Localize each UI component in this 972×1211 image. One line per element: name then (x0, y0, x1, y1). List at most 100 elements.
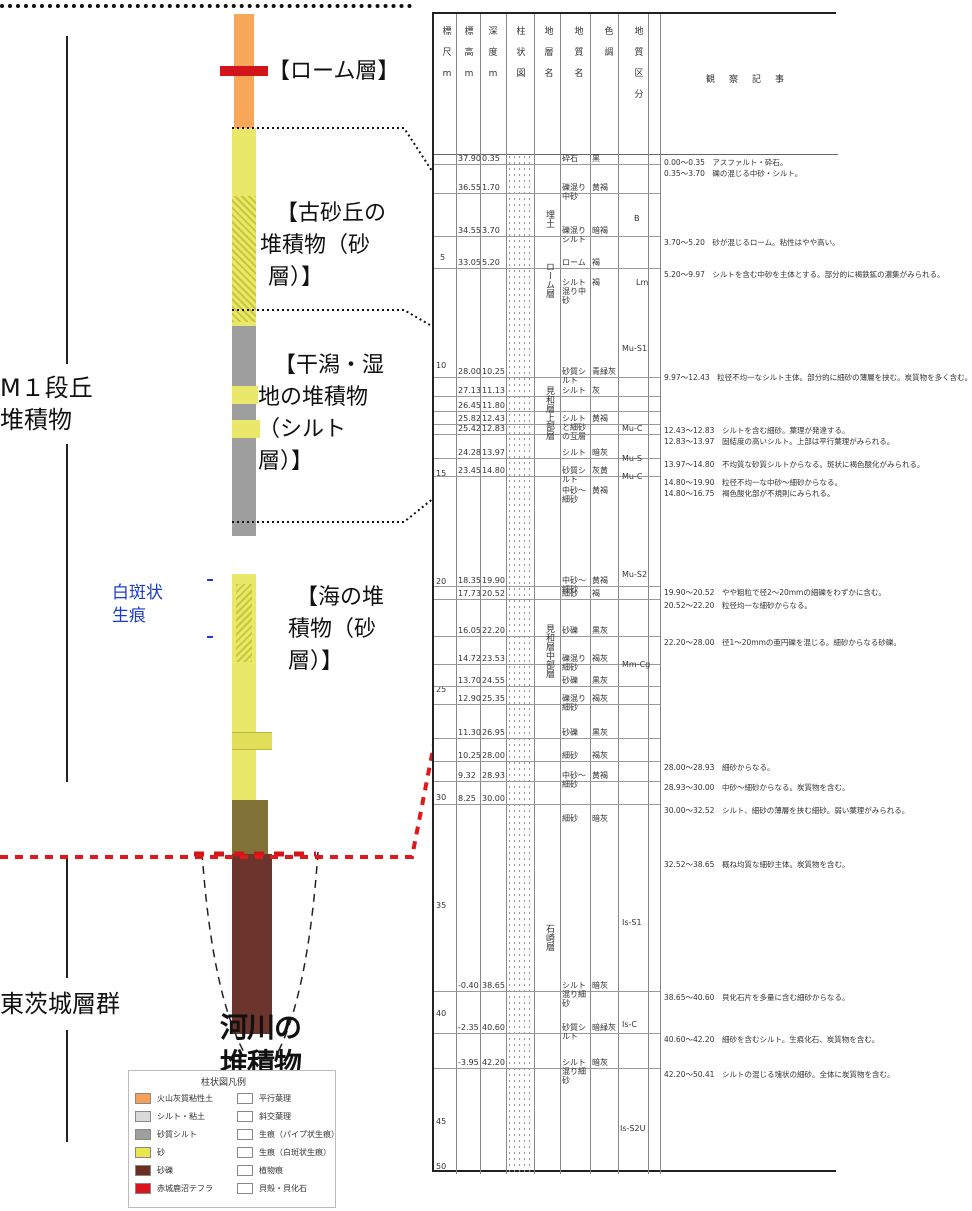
tidal-line3: （シルト (258, 417, 347, 442)
row-lithology: 砂礫 (562, 728, 578, 738)
marine-hatch (236, 584, 252, 662)
scale-25: 25 (436, 685, 447, 694)
row-elevation: 14.72 (458, 654, 481, 664)
strata-miwa-middle: 見和層中部層 (544, 624, 554, 678)
marine-line3: 層）】 (288, 649, 344, 674)
row-color: 黄褐 (592, 182, 608, 192)
col-divider-9 (660, 14, 661, 1174)
tidal-layer-label: 【干潟・湿 地の堆積物 （シルト 層）】 (258, 350, 384, 478)
row-depth: 20.52 (482, 589, 505, 599)
row-lithology: 礫混り中砂 (562, 182, 586, 201)
row-depth: 11.80 (482, 400, 505, 410)
row-lithology: 礫混り細砂 (562, 693, 586, 712)
row-lithology: 細砂 (562, 814, 578, 823)
col-divider-8 (648, 14, 649, 1174)
row-lithology: 細砂 (562, 589, 578, 599)
row-color: 黒 (592, 153, 600, 163)
row-color: 暗灰 (592, 814, 608, 823)
legend-label-sandy-silt: 砂質シルト (157, 1130, 197, 1139)
row-color: 褐 (592, 258, 600, 268)
row-color: 褐灰 (592, 693, 608, 703)
scale-35: 35 (436, 901, 447, 910)
row-color: 黒灰 (592, 676, 608, 686)
observation-note: 3.70〜5.20 砂が混じるローム。粘性はやや高い。 (664, 237, 840, 247)
observation-note: 5.20〜9.97 シルトを含む中砂を主体とする。部分的に褐鉄鉱の濃集がみられる… (664, 270, 945, 280)
header-color: 色調 (604, 27, 614, 58)
row-depth: 1.70 (482, 182, 500, 192)
observation-note: 42.20〜50.41 シルトの混じる塊状の細砂。全体に炭質物を含む。 (664, 1069, 895, 1079)
strata-fill: 埋土 (544, 210, 554, 228)
row-color: 黄褐 (592, 414, 608, 424)
col-divider-1 (456, 14, 457, 1174)
header-observation: 観察記事 (706, 75, 799, 85)
observation-note: 19.90〜20.52 やや粗粒で径2〜20mmの細礫をわずかに含む。 (664, 587, 886, 597)
top-dotted-line (0, 4, 412, 8)
zone-mu-s1: Mu-S1 (622, 344, 648, 353)
scale-40: 40 (436, 1009, 447, 1018)
col-divider-2 (480, 14, 481, 1174)
observation-note: 0.00〜0.35 アスファルト・砕石。 (664, 158, 788, 167)
row-lithology: 礫混りシルト (562, 225, 586, 244)
row-depth: 10.25 (482, 367, 505, 377)
observation-note: 28.00〜28.93 細砂からなる。 (664, 762, 775, 772)
scale-15: 15 (436, 469, 447, 478)
zone-is-s1: Is-S1 (622, 918, 642, 927)
row-depth: 25.35 (482, 693, 505, 703)
row-lithology: 砂質シルト (562, 1022, 586, 1041)
row-lithology: シルト混り細砂 (562, 1057, 586, 1085)
row-depth: 13.97 (482, 447, 505, 457)
row-color: 暗灰 (592, 1057, 608, 1067)
row-color: 暗緑灰 (592, 1022, 616, 1032)
row-elevation: 10.25 (458, 750, 481, 760)
row-depth: 12.83 (482, 424, 505, 434)
observation-note: 28.93〜30.00 中砂〜細砂からなる。炭質物を含む。 (664, 782, 850, 792)
row-elevation: 17.73 (458, 589, 481, 599)
legend-swatch-gravel (135, 1165, 151, 1176)
row-depth: 24.55 (482, 676, 505, 686)
zone-mu-s: Mu-S (622, 454, 642, 463)
row-elevation: 23.45 (458, 465, 481, 475)
legend-label-silt: シルト・粘土 (157, 1112, 205, 1121)
zone-lm: Lm (636, 278, 649, 287)
old-dune-line3: 層）】 (268, 265, 324, 290)
observation-note: 14.80〜16.75 褐色酸化部が不規則にみられる。 (664, 488, 835, 498)
scale-10: 10 (436, 361, 447, 370)
row-elevation: 9.32 (458, 770, 476, 780)
legend-swatch-shell (237, 1183, 253, 1194)
row-elevation: 25.82 (458, 414, 481, 424)
row-depth: 28.00 (482, 750, 505, 760)
observation-note: 9.97〜12.43 粒径不均一なシルト主体。部分的に細砂の薄層を挟む。炭質物を… (664, 373, 972, 383)
row-color: 黒灰 (592, 728, 608, 738)
legend-label-shell: 貝殻・貝化石 (259, 1184, 307, 1193)
row-depth: 12.43 (482, 414, 505, 424)
layer-gravel-sand (232, 800, 268, 854)
row-elevation: 13.70 (458, 676, 481, 686)
row-elevation: 24.28 (458, 447, 481, 457)
row-lithology: ローム (562, 258, 586, 268)
row-depth: 42.20 (482, 1057, 505, 1067)
legend-swatch-sandy-silt (135, 1129, 151, 1140)
m1-bracket-line-bottom (66, 444, 68, 782)
higashi-bracket-bottom (66, 1030, 68, 1142)
header-depth: 深度 m (488, 27, 498, 79)
row-lithology: 砂質シルト (562, 367, 586, 386)
row-lithology: シルトと細砂の互層 (562, 414, 586, 442)
header-formation: 地層名 (544, 27, 554, 79)
row-elevation: 36.55 (458, 182, 481, 192)
higashi-bracket-top (66, 858, 68, 978)
legend-label-gravel: 砂礫 (157, 1166, 173, 1175)
header-elevation: 標高 m (464, 27, 474, 79)
row-depth: 0.35 (482, 153, 500, 163)
scale-50: 50 (436, 1162, 447, 1171)
legend-label-whitespot: 生痕（白斑状生痕） (259, 1148, 331, 1157)
m1-label-line1: M１段丘 (0, 374, 93, 402)
legend-swatch-whitespot (237, 1147, 253, 1158)
marine-layer-label: 【海の堆 積物（砂 層）】 (280, 582, 384, 678)
